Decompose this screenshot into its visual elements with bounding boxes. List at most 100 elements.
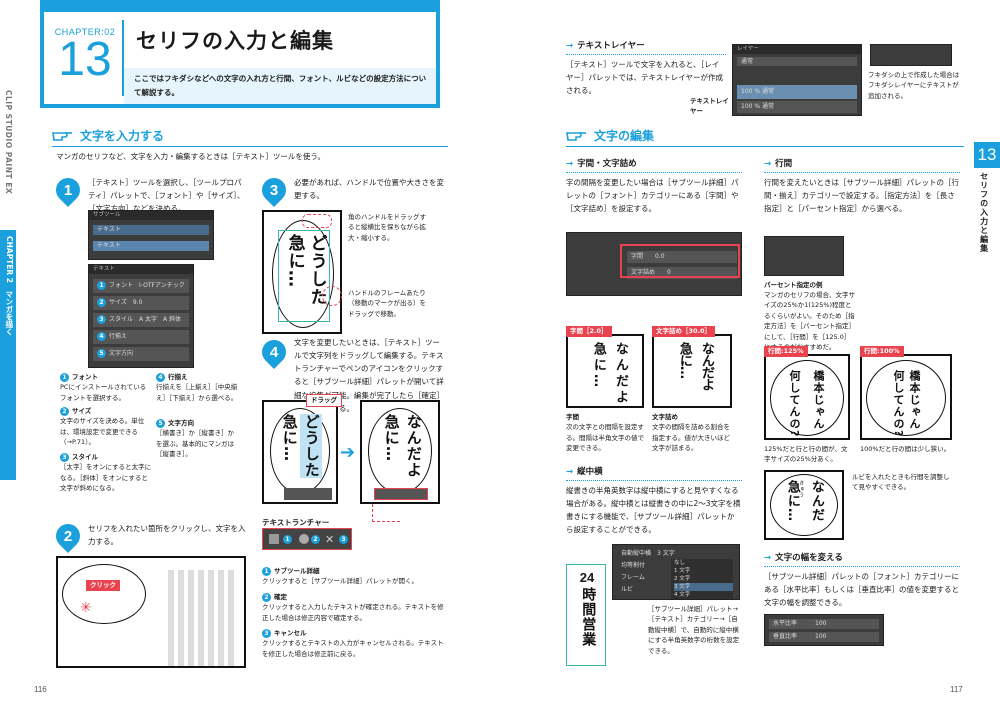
vertical-ratio-row[interactable]: 垂直比率 100	[769, 632, 879, 642]
arrow-right-icon: ➔	[340, 442, 356, 463]
spacing-sample-line-2: 急に…	[590, 342, 606, 390]
subhead-rule	[764, 566, 960, 567]
line-100-tag: 行間:100%	[860, 346, 904, 358]
balloon-after	[368, 408, 432, 494]
ruby-caption: ルビを入れたときも行間を調整して見やすくできる。	[852, 473, 950, 492]
chapter-box	[48, 12, 122, 104]
confirm-icon[interactable]	[299, 534, 309, 544]
width-settings-panel: 水平比率 100 垂直比率 100	[764, 614, 884, 646]
line-spacing-body: 行間を変えたいときは［サブツール詳細］パレットの［行間・揃え］カテゴリーで設定す…	[764, 178, 959, 214]
line-100-panel: 橋本じゃん 何してんの?	[860, 354, 952, 440]
kerning-sample-line-2: 急に…	[676, 342, 692, 378]
cancel-icon[interactable]: ✕	[325, 533, 335, 546]
step-2-manga-panel: クリック ✳	[56, 556, 246, 668]
horizontal-ratio-row[interactable]: 水平比率 100	[769, 619, 879, 629]
spacing-row[interactable]: 字間 0.0	[627, 251, 737, 263]
line-125-caption: 125%だと行と行の間が、文字サイズの25%分あく。	[764, 445, 848, 464]
line-100-line-2: 何してんの?	[891, 370, 905, 438]
layer-row-text[interactable]: 100 % 通常	[737, 85, 857, 99]
tcy-item-2[interactable]: フレーム	[617, 573, 667, 582]
tcy-item-1[interactable]: 均等割付	[617, 561, 667, 570]
percent-head: パーセント指定の例	[764, 281, 823, 289]
page-number-left: 116	[34, 685, 47, 694]
step-1-text: ［テキスト］ツールを選択し、［ツールプロパティ］パレットで、［フォント］や［サイ…	[88, 178, 245, 214]
line-spacing-panel	[764, 236, 844, 276]
width-body: ［サブツール詳細］パレットの［フォント］カテゴリーにある［水平比率］もしくは［垂…	[764, 572, 959, 608]
after-line-1: なんだよ	[404, 414, 423, 478]
product-label: CLIP STUDIO PAINT EX	[3, 90, 13, 195]
text-layer-body: ［テキスト］ツールで文字を入れると、［レイヤー］パレットでは、テキストレイヤーが…	[566, 60, 724, 96]
launcher-mini-after[interactable]	[374, 488, 428, 500]
subtool-row-2[interactable]: テキスト	[93, 241, 209, 251]
line-100-line-1: 橋本じゃん	[907, 370, 921, 430]
kerning-sample-line-1: なんだよ	[698, 342, 714, 390]
tatechuyoko-sample: 24 時間営業	[566, 564, 606, 666]
tool-property-title: テキスト	[89, 265, 193, 274]
tcy-option-1[interactable]: 1 文字	[674, 568, 691, 574]
ruby-annotation: きゅう	[798, 480, 805, 498]
subtool-panel: サブツール テキスト テキスト	[88, 210, 214, 260]
tatechuyoko-panel: 自動縦中横 3 文字 均等割付 フレーム ルビ なし 1 文字 2 文字 3 文…	[612, 544, 740, 600]
tcy-options-dropdown[interactable]: なし 1 文字 2 文字 3 文字 4 文字	[671, 559, 733, 599]
layer-panel: レイヤー 通常 100 % 通常 100 % 通常	[732, 44, 862, 116]
before-line-2: 急に…	[280, 414, 299, 462]
pointing-hand-icon	[566, 132, 586, 141]
tcy-option-2[interactable]: 2 文字	[674, 576, 691, 582]
subtool-panel-title: サブツール	[89, 211, 213, 220]
subhead-text-layer: →テキストレイヤー	[566, 41, 645, 51]
subtool-row-1[interactable]: テキスト	[93, 225, 209, 235]
spacing-body: 字の間隔を変更したい場合は［サブツール詳細］パレットの［フォント］カテゴリーにあ…	[566, 178, 739, 214]
step-4-before-panel: どうした 急に…	[262, 400, 338, 504]
step-2-text: セリフを入れたい箇所をクリックし、文字を入力する。	[88, 524, 246, 547]
launcher-leader-line	[372, 504, 400, 522]
launcher-callout-2: 2	[311, 535, 320, 544]
spacing-caption: 字間次の文字との間隔を設定する。間隔は半角文字の値で変更できる。	[566, 413, 644, 453]
section-title-edit: 文字の編集	[566, 128, 654, 145]
auto-tcy-row[interactable]: 自動縦中横 3 文字	[617, 549, 735, 558]
launcher-callout-3: 3	[339, 535, 348, 544]
page-title: セリフの入力と編集	[136, 29, 334, 53]
subhead-spacing: →字間・文字詰め	[566, 159, 637, 169]
right-tab-number: 13	[974, 142, 1000, 168]
tatechuyoko-digits: 24	[579, 570, 595, 585]
lead-band	[124, 68, 436, 104]
section-rule	[566, 146, 964, 147]
section-title-text: 文字を入力する	[80, 129, 165, 143]
step-3-marker: 3	[257, 173, 291, 207]
before-line-1: どうした	[300, 414, 322, 478]
pen-icon[interactable]	[269, 534, 279, 544]
left-side-tab: CLIP STUDIO PAINT EX CHAPTER 2 マンガを描く	[0, 90, 16, 610]
section-intro: マンガのセリフなど、文字を入力・編集するときは［テキスト］ツールを使う。	[56, 152, 325, 161]
header-top-bar	[40, 0, 440, 12]
step-1-marker: 1	[51, 173, 85, 207]
tcy-item-3[interactable]: ルビ	[617, 585, 667, 594]
text-selection-frame[interactable]	[278, 230, 330, 322]
section-rule	[52, 146, 448, 147]
kerning-caption: 文字詰め文字の間隔を詰める割合を指定する。値が大きいほど文字が詰まる。	[652, 413, 730, 453]
step-4-marker: 4	[257, 335, 291, 369]
launcher-mini[interactable]	[284, 488, 332, 500]
right-tab-title: セリフの入力と編集	[979, 172, 989, 253]
chapter-tab-band	[0, 230, 16, 480]
tcy-option-4[interactable]: 4 文字	[674, 592, 691, 598]
subhead-tatechuyoko: →縦中横	[566, 467, 603, 477]
text-layer-label: テキストレイヤー	[690, 97, 729, 116]
subhead-line-spacing: →行間	[764, 159, 793, 169]
after-line-2: 急に…	[382, 414, 401, 462]
layer-row-2[interactable]: 100 % 通常	[737, 101, 857, 113]
blend-mode[interactable]: 通常	[737, 57, 857, 66]
tcy-option-3[interactable]: 3 文字	[674, 583, 733, 591]
tcy-option-none[interactable]: なし	[674, 560, 686, 566]
ruby-line-2: 急に…	[784, 480, 800, 522]
chapter-label: CHAPTER:02	[54, 27, 116, 37]
step-3-note-2: ハンドルのフレームあたり（移動のマークが出る）をドラッグで移動。	[348, 289, 426, 318]
